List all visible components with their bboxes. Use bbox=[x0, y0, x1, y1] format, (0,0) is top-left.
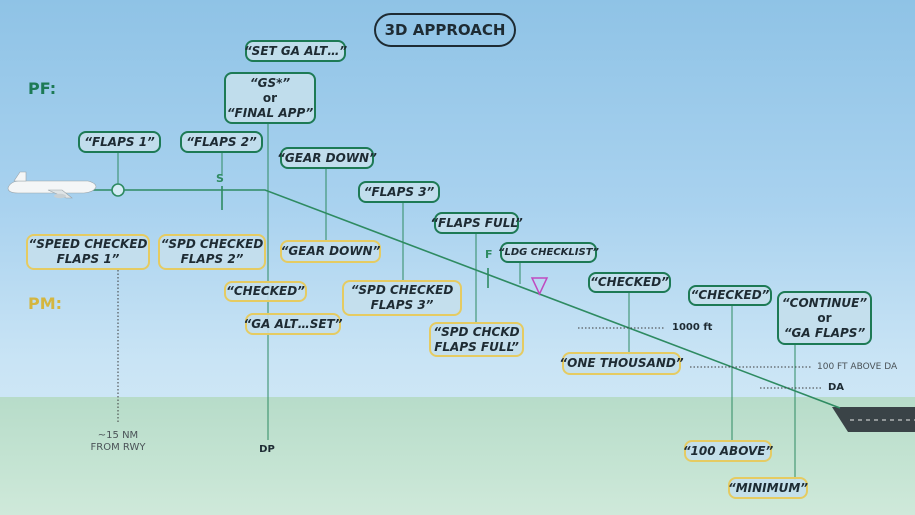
pf-flaps2: “FLAPS 2” bbox=[180, 131, 263, 153]
pf-set-ga-alt: “SET GA ALT…” bbox=[244, 40, 347, 62]
pf-checked-1000: “CHECKED” bbox=[588, 272, 671, 293]
pm-checked: “CHECKED” bbox=[224, 281, 307, 302]
pf-flaps-full: “FLAPS FULL” bbox=[430, 212, 523, 234]
pf-ldg-checklist: “LDG CHECKLIST” bbox=[498, 242, 599, 263]
speed-marker-f: F bbox=[485, 248, 493, 261]
dp-label: DP bbox=[259, 444, 275, 455]
pf-flaps1: “FLAPS 1” bbox=[78, 131, 161, 153]
pf-gs-final-app: “GS*”or“FINAL APP” bbox=[224, 72, 316, 124]
pf-flaps3: “FLAPS 3” bbox=[358, 181, 440, 203]
pf-gear-down: “GEAR DOWN” bbox=[277, 147, 377, 169]
flight-path bbox=[90, 189, 841, 409]
pf-continue-ga-flaps: “CONTINUE”or“GA FLAPS” bbox=[777, 291, 872, 345]
triangle-marker bbox=[530, 277, 549, 296]
pm-role-label: PM: bbox=[28, 294, 63, 313]
speed-marker-s: S bbox=[216, 172, 224, 185]
pm-100-above: “100 ABOVE” bbox=[683, 440, 773, 462]
pm-one-thousand: “ONE THOUSAND” bbox=[559, 352, 684, 375]
pm-gear-down: “GEAR DOWN” bbox=[280, 240, 381, 263]
pf-role-label: PF: bbox=[28, 79, 57, 98]
fp-start-marker bbox=[111, 183, 125, 197]
ft1000-label: 1000 ft bbox=[672, 322, 713, 333]
da-label: DA bbox=[828, 382, 845, 393]
pm-ga-alt-set: “GA ALT…SET” bbox=[244, 313, 342, 335]
pf-checked-100: “CHECKED” bbox=[688, 285, 772, 306]
runway bbox=[832, 407, 915, 432]
above-da-label: 100 FT ABOVE DA bbox=[817, 362, 898, 372]
pm-minimum: “MINIMUM” bbox=[728, 477, 808, 499]
aircraft-icon bbox=[7, 171, 97, 199]
diagram-title: 3D APPROACH bbox=[374, 13, 516, 47]
